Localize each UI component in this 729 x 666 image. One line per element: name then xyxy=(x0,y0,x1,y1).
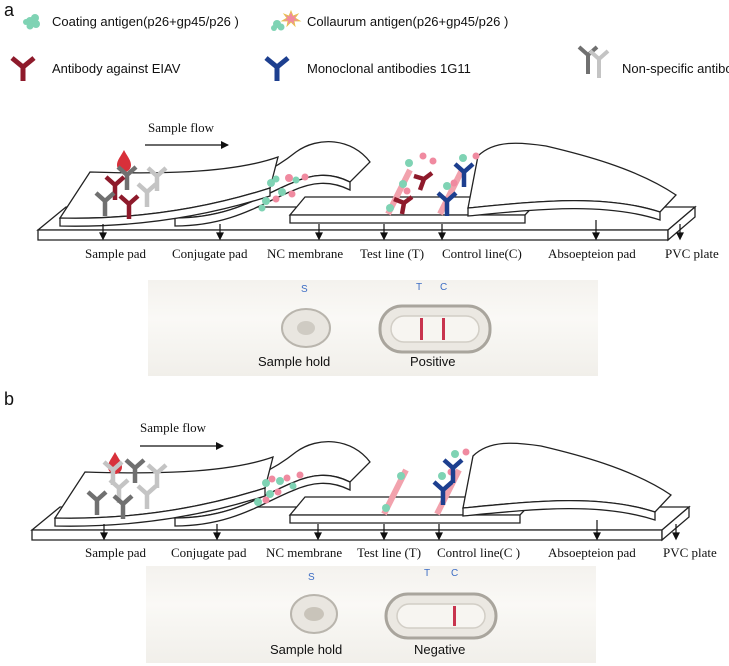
panel-a-letter: a xyxy=(4,0,15,20)
pvc-plate-front xyxy=(31,529,663,541)
label-pvc-plate: PVC plate xyxy=(663,545,717,560)
label-absorbent-pad: Absoepteion pad xyxy=(548,545,636,560)
legend-coating-antigen-label: Coating antigen(p26+gp45/p26 ) xyxy=(52,14,239,29)
control-mark: C xyxy=(451,568,459,579)
test-band xyxy=(420,318,423,340)
panel-a-cassette-photo: S T C Sample hold Positive xyxy=(148,280,598,376)
control-band xyxy=(453,606,456,626)
label-nc-membrane: NC membrane xyxy=(266,545,343,560)
label-control-line: Control line(C) xyxy=(442,246,522,261)
legend-nonspecific-label: Non-specific antibodies xyxy=(622,61,729,76)
monoclonal-antibody-icon xyxy=(264,56,290,81)
panel-b-cassette-photo: S T C Sample hold Negative xyxy=(146,566,596,663)
label-conjugate-pad: Conjugate pad xyxy=(171,545,247,560)
coating-antigen-icon xyxy=(23,14,40,30)
label-conjugate-pad: Conjugate pad xyxy=(172,246,248,261)
label-test-line: Test line (T) xyxy=(360,246,425,261)
label-absorbent-pad: Absoepteion pad xyxy=(548,246,636,261)
sample-well-mark: S xyxy=(301,284,308,295)
label-pvc-plate: PVC plate xyxy=(665,246,719,261)
pvc-plate-front xyxy=(37,229,669,241)
control-mark: C xyxy=(440,282,448,293)
sample-well-mark: S xyxy=(308,572,315,583)
control-line-mark xyxy=(437,168,465,216)
label-sample-pad: Sample pad xyxy=(85,545,147,560)
test-mark: T xyxy=(424,568,431,579)
label-control-line: Control line(C ) xyxy=(437,545,521,560)
legend-collaurum-antigen-label: Collaurum antigen(p26+gp45/p26 ) xyxy=(307,14,509,29)
sample-flow-label: Sample flow xyxy=(148,120,215,135)
control-line-mark xyxy=(434,468,462,516)
sample-hold-label: Sample hold xyxy=(258,354,331,369)
panel-a-strip-diagram: Sample flow Sample pad Conjugate pad NC … xyxy=(0,100,729,270)
panel-b-strip-diagram: Sample flow Sample pad Conjugate pad NC … xyxy=(0,420,729,590)
legend-antibody-eiav-label: Antibody against EIAV xyxy=(52,61,181,76)
control-band xyxy=(442,318,445,340)
legend: Coating antigen(p26+gp45/p26 ) Collaurum… xyxy=(0,0,729,90)
sample-hold-label: Sample hold xyxy=(270,642,343,657)
sample-flow-label: Sample flow xyxy=(140,420,207,435)
result-label: Negative xyxy=(414,642,466,657)
panel-b-letter: b xyxy=(4,389,15,409)
nonspecific-antibody-icon xyxy=(577,45,610,78)
test-mark: T xyxy=(416,282,423,293)
legend-monoclonal-label: Monoclonal antibodies 1G11 xyxy=(307,61,471,76)
label-test-line: Test line (T) xyxy=(357,545,422,560)
collaurum-antigen-icon xyxy=(271,9,302,31)
antibody-eiav-icon xyxy=(10,56,36,81)
result-label: Positive xyxy=(410,354,456,369)
label-sample-pad: Sample pad xyxy=(85,246,147,261)
label-nc-membrane: NC membrane xyxy=(267,246,344,261)
